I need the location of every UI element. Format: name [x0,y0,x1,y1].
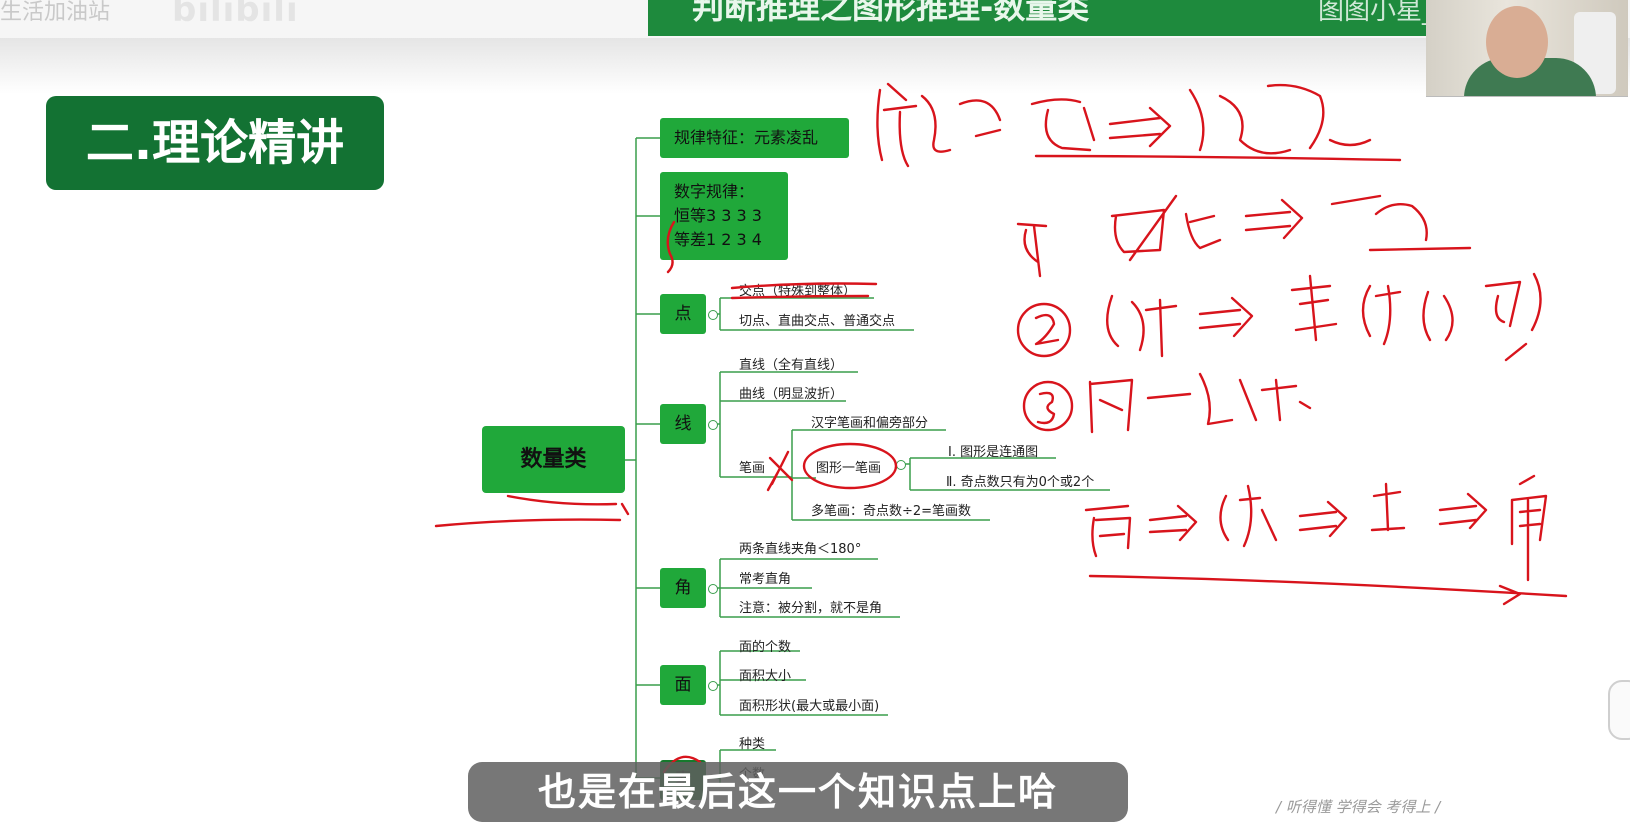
ink-chain-jiao [1510,474,1548,582]
ink-line2-circle [1016,302,1072,358]
branch-face[interactable]: 面 [660,665,706,705]
ink-line3-zhengti [1146,372,1312,426]
collapse-toggle-angle[interactable] [708,584,718,594]
ink-line2-su [1290,274,1338,342]
leaf-angle-2[interactable]: 常考直角 [739,572,792,587]
leaf-face-1[interactable]: 面的个数 [739,640,792,655]
ink-line3-tu [1088,378,1134,434]
bilibili-logo-left: bilibili [172,0,299,30]
ink-line2-num [1034,313,1060,346]
branch-line[interactable]: 线 [660,404,706,444]
ink-premise-underline [1034,154,1402,162]
uploader-name: 图图小星_ [1318,0,1430,26]
branch-point[interactable]: 点 [660,294,706,334]
webcam-feed [1426,0,1628,97]
leaf-one-stroke-1[interactable]: Ⅰ. 图形是连通图 [948,445,1039,460]
leaf-one-stroke-2[interactable]: Ⅱ. 奇点数只有为0个或2个 [946,475,1095,490]
leaf-face-2[interactable]: 面积大小 [739,669,792,684]
mindmap-root[interactable]: 数量类 [482,426,625,493]
number-rule-line1: 数字规律： [674,182,755,201]
ink-root-tick [506,494,630,516]
ink-premise-luan [1030,98,1096,152]
number-rule-line2: 恒等3 3 3 3 [674,206,762,225]
ink-one-stroke-circle [802,442,898,490]
ink-premise-shuliang [1188,83,1372,155]
footer-slogan: / 听得懂 学得会 考得上 / [1276,798,1441,816]
ink-point-strike [730,282,878,290]
ink-line1-yibihua [1330,194,1472,252]
ink-chain-mian [1084,504,1132,558]
leaf-line-stroke[interactable]: 笔画 [739,461,766,476]
ink-premise-1 [876,82,952,168]
leaf-stroke-hanzi[interactable]: 汉字笔画和偏旁部分 [811,416,929,431]
ink-line2-paren [1361,272,1542,362]
ink-line3-circle [1022,380,1074,432]
header-shadow [0,38,1630,94]
leaf-element-1[interactable]: 种类 [739,737,766,752]
number-rule-line3: 等差1 2 3 4 [674,230,762,249]
course-title: 判断推理之图形推理-数量类 [692,0,1090,26]
video-subtitle: 也是在最后这一个知识点上哈 [468,762,1128,822]
leaf-stroke-one[interactable]: 图形一笔画 [816,461,882,476]
branch-rule-feature[interactable]: 规律特征：元素凌乱 [660,118,849,158]
leaf-face-3[interactable]: 面积形状(最大或最小面) [739,699,880,714]
side-tab-icon[interactable] [1608,680,1630,740]
ink-chain-arrow2 [1298,500,1348,538]
collapse-toggle-face[interactable] [708,681,718,691]
leaf-line-straight[interactable]: 直线（全有直线） [739,358,844,373]
top-left-text: 生活加油站 [0,0,111,25]
ink-premise-arrow [1108,106,1172,148]
ink-stroke-mark [766,450,794,492]
section-title: 二.理论精讲 [46,96,384,190]
ink-chain-dian [1370,482,1406,532]
ink-line2-arrow [1198,296,1254,338]
leaf-point-2[interactable]: 切点、直曲交点、普通交点 [739,314,896,329]
ink-line1-num [1016,222,1048,278]
ink-chain-underline [1088,574,1568,598]
ink-line1-arrow [1244,198,1304,240]
ink-chain-arrow1 [1148,504,1198,542]
ink-root-underline [434,518,622,528]
leaf-line-curve[interactable]: 曲线（明显波折） [739,387,844,402]
ink-line2-xian [1106,294,1178,358]
leaf-angle-3[interactable]: 注意：被分割，就不是角 [739,601,883,616]
ink-number-squiggle [666,220,676,274]
presenter-face [1486,6,1548,78]
ink-chain-arrowhead [1498,584,1522,606]
collapse-toggle-line[interactable] [708,420,718,430]
ink-point-underline [730,294,870,300]
collapse-toggle-point[interactable] [708,310,718,320]
branch-number-rule[interactable]: 数字规律： 恒等3 3 3 3 等差1 2 3 4 [660,172,788,260]
leaf-angle-1[interactable]: 两条直线夹角＜180° [739,542,862,557]
ink-line1-quzhi [1110,194,1222,262]
branch-angle[interactable]: 角 [660,568,706,608]
course-title-strip: 判断推理之图形推理-数量类 图图小星_ [648,0,1430,36]
ink-chain-xian [1219,484,1278,548]
leaf-stroke-multi[interactable]: 多笔画：奇点数÷2=笔画数 [811,504,972,519]
ink-premise-2 [958,99,1002,138]
ink-chain-arrow3 [1438,492,1488,530]
ink-line3-num [1036,391,1056,425]
